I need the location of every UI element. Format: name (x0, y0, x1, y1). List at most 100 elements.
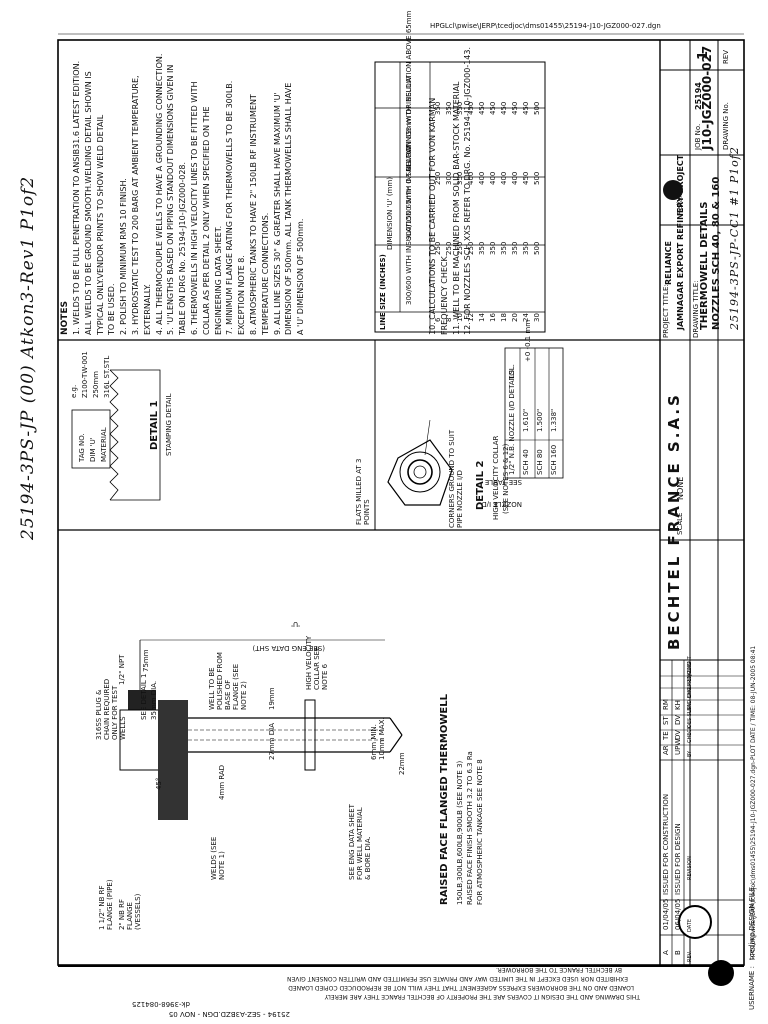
main-line3: RAISED FACE FINISH SMOOTH 3.2 TO 6.3 Ra (466, 751, 474, 905)
label-dia35: 35mm DIA. (150, 680, 158, 720)
rev-value: 1 (696, 50, 711, 60)
collar (304, 699, 316, 771)
dim-table-cell: 350 (489, 241, 497, 255)
dim-table-line-header: LINE SIZE (INCHES) (379, 254, 387, 330)
label-6mm: 6mm MIN. 10mm MAX. (370, 717, 386, 760)
confidentiality-line: EXHIBITED NOR USED EXCEPT IN THE LIMITED… (286, 975, 628, 982)
dim-table-cell: 400 (511, 171, 519, 185)
dim-table-cell: 400 (478, 171, 486, 185)
note-line: TEMPERATURE CONNECTIONS. (260, 212, 270, 335)
dim-table-col3: ALL RATINGS WITH INSULATION ABOVE 65mm (405, 10, 413, 172)
note-line: 6. THERMOWELLS IN HIGH VELOCITY LINES TO… (190, 81, 199, 335)
dim-table-cell: 400 (500, 171, 508, 185)
drawing-no-label: DRAWING No. (722, 102, 730, 150)
revision-cell: UPW (674, 738, 682, 755)
label-rad: 4mm RAD (218, 764, 226, 800)
plug-body (128, 690, 156, 710)
client-name: RELIANCE (664, 241, 673, 285)
confidentiality-line: LOANED AND ON THE BORROWERS EXPRESS AGRE… (288, 984, 634, 991)
label-flange-pipe: 1 1/2" NB RF FLANGE (PIPE) (98, 879, 114, 930)
revision-cell: DV (674, 714, 682, 725)
revision-cell: ST (662, 716, 670, 725)
dim-table-cell: 10 (456, 313, 464, 322)
reliance-logo-icon (663, 180, 683, 200)
note-line: ALL WELDS TO BE GROUND SMOOTH.WELDING DE… (83, 71, 93, 335)
drawing-title-2: NOZZLES SCH 40, 80 & 160 (711, 176, 722, 330)
detail2-table-sch: SCH 80 (536, 449, 544, 475)
detail1-example-value: Z100-TW-001 (81, 351, 89, 398)
dim-table-cell: 450 (478, 101, 486, 115)
thermowell-main-drawing (119, 639, 403, 820)
revision-cell: DV (674, 729, 682, 740)
notes-heading: NOTES (60, 301, 70, 335)
revision-header-cell: REV. (687, 951, 693, 962)
note-line: EXCEPTION NOTE 8. (237, 255, 247, 335)
detail2-table-value: 1.500" (536, 408, 544, 432)
drawing-title-1: THERMOWELL DETAILS (699, 201, 710, 330)
dim-table-cell: 250 (445, 241, 453, 255)
note-line: 3. HYDROSTATIC TEST TO 200 BARG AT AMBIE… (131, 75, 140, 335)
detail2-table-tol-head: TOL. (508, 364, 516, 380)
bechtel-seal-icon (708, 960, 734, 986)
label-dia27: 27mm DIA (268, 722, 276, 760)
detail2-table-frame (504, 347, 564, 479)
detail1-example-value: 316L ST.STL (103, 355, 111, 398)
dim-table-cell: 16 (489, 313, 497, 322)
dim-table-frame (374, 61, 546, 333)
handwritten-reference: 25194-3PS-JP (00) Atkon3-Rev1 P1of2 (18, 175, 38, 540)
dim-table-cell: 250 (434, 171, 442, 185)
detail1-example-value: e.g. (70, 384, 78, 398)
detail2-see-table: SEE TABLE (484, 478, 522, 486)
dim-table-cell: 350 (445, 101, 453, 115)
dim-table-cell: 18 (500, 313, 508, 322)
note-line: 9. ALL LINE SIZES 30" & GREATER SHALL HA… (272, 92, 282, 335)
dim-table-cell: 450 (500, 101, 508, 115)
detail1-title: DETAIL 1 (149, 400, 160, 450)
dim-table-cell: 350 (456, 171, 464, 185)
footer-doc-no2: dk-3968-084125 (131, 1000, 190, 1008)
scale-value: NONE (676, 476, 685, 500)
revision-header-cell: CHECK (687, 725, 693, 743)
dim-table-cell: 500 (533, 101, 541, 115)
note-line: EXTERNALLY. (142, 283, 152, 335)
main-line2: 150LB,300LB,600LB,900LB (SEE NOTE 3) (456, 760, 464, 905)
dim-table-cell: 400 (489, 171, 497, 185)
footer-design-file: tcedjwe DESIGN FILE : (748, 882, 756, 960)
note-line: 5. 'U'LENGTHS BASED ON PIPING STANDOUT D… (166, 64, 176, 335)
detail2-table-value: 1.338" (550, 408, 558, 432)
revision-cell: A (662, 950, 670, 955)
confidentiality-line: BY BECHTEL FRANCE TO THE BORROWER. (495, 966, 622, 973)
detail2-corners: CORNERS GROUND TO SUIT PIPE NOZZLE I/D (448, 429, 464, 528)
detail2-nozzle-id: NOZZLE I/D (481, 500, 522, 508)
label-eng-data: SEE ENG DATA SHEET FOR WELL MATERIAL & B… (348, 804, 372, 880)
detail2-tol-value: +0 -0.1 mm (524, 319, 532, 362)
rev-label: REV (722, 49, 730, 64)
revision-header-cell: REVISION (687, 856, 693, 880)
label-npt: 1/2" NPT (118, 654, 126, 685)
detail1-label: DIM 'U' (89, 437, 97, 462)
label-see-detail1: SEE DETAIL 1 (140, 673, 148, 721)
dim-table-cell: 350 (478, 241, 486, 255)
note-line: TYPICAL ONLY.VENDOR PRINTS TO SHOW WELD … (95, 114, 105, 335)
label-75mm: 75mm (142, 649, 150, 672)
dim-table-cell: 250 (434, 241, 442, 255)
flange-hatch (158, 700, 188, 820)
hand-ref-bottom: 25194-3PS-JP-CC1 #1 P1of2 (728, 146, 741, 330)
detail1-label: TAG NO. (78, 433, 86, 462)
detail2-table-head: 1/2" N.B. NOZZLE I/D DETAILS (508, 369, 516, 475)
dim-table-cell: 450 (522, 101, 530, 115)
label-22mm: 22mm (398, 752, 406, 775)
dim-table-cell: 12 (467, 313, 475, 322)
confidentiality-line: THIS DRAWING AND THE DESIGN IT COVERS AR… (324, 993, 640, 1000)
drawing-number: J10-JGZ000-027 (700, 45, 714, 150)
dim-table-cell: 8 (445, 317, 453, 322)
detail2-collar-shape (387, 419, 453, 506)
revision-header-cell: BY (687, 750, 693, 757)
label-polished: WELL TO BE POLISHED FROM BASE OF FLANGE … (208, 652, 248, 710)
note-line: ENGINEERING DATA SHEET. (213, 225, 223, 335)
dim-table-cell: 350 (456, 101, 464, 115)
main-line4: FOR ATMOSPHERIC TANKAGE SEE NOTE 8 (476, 759, 484, 905)
dim-table-cell: 500 (533, 241, 541, 255)
dim-table-cell: 14 (478, 313, 486, 322)
